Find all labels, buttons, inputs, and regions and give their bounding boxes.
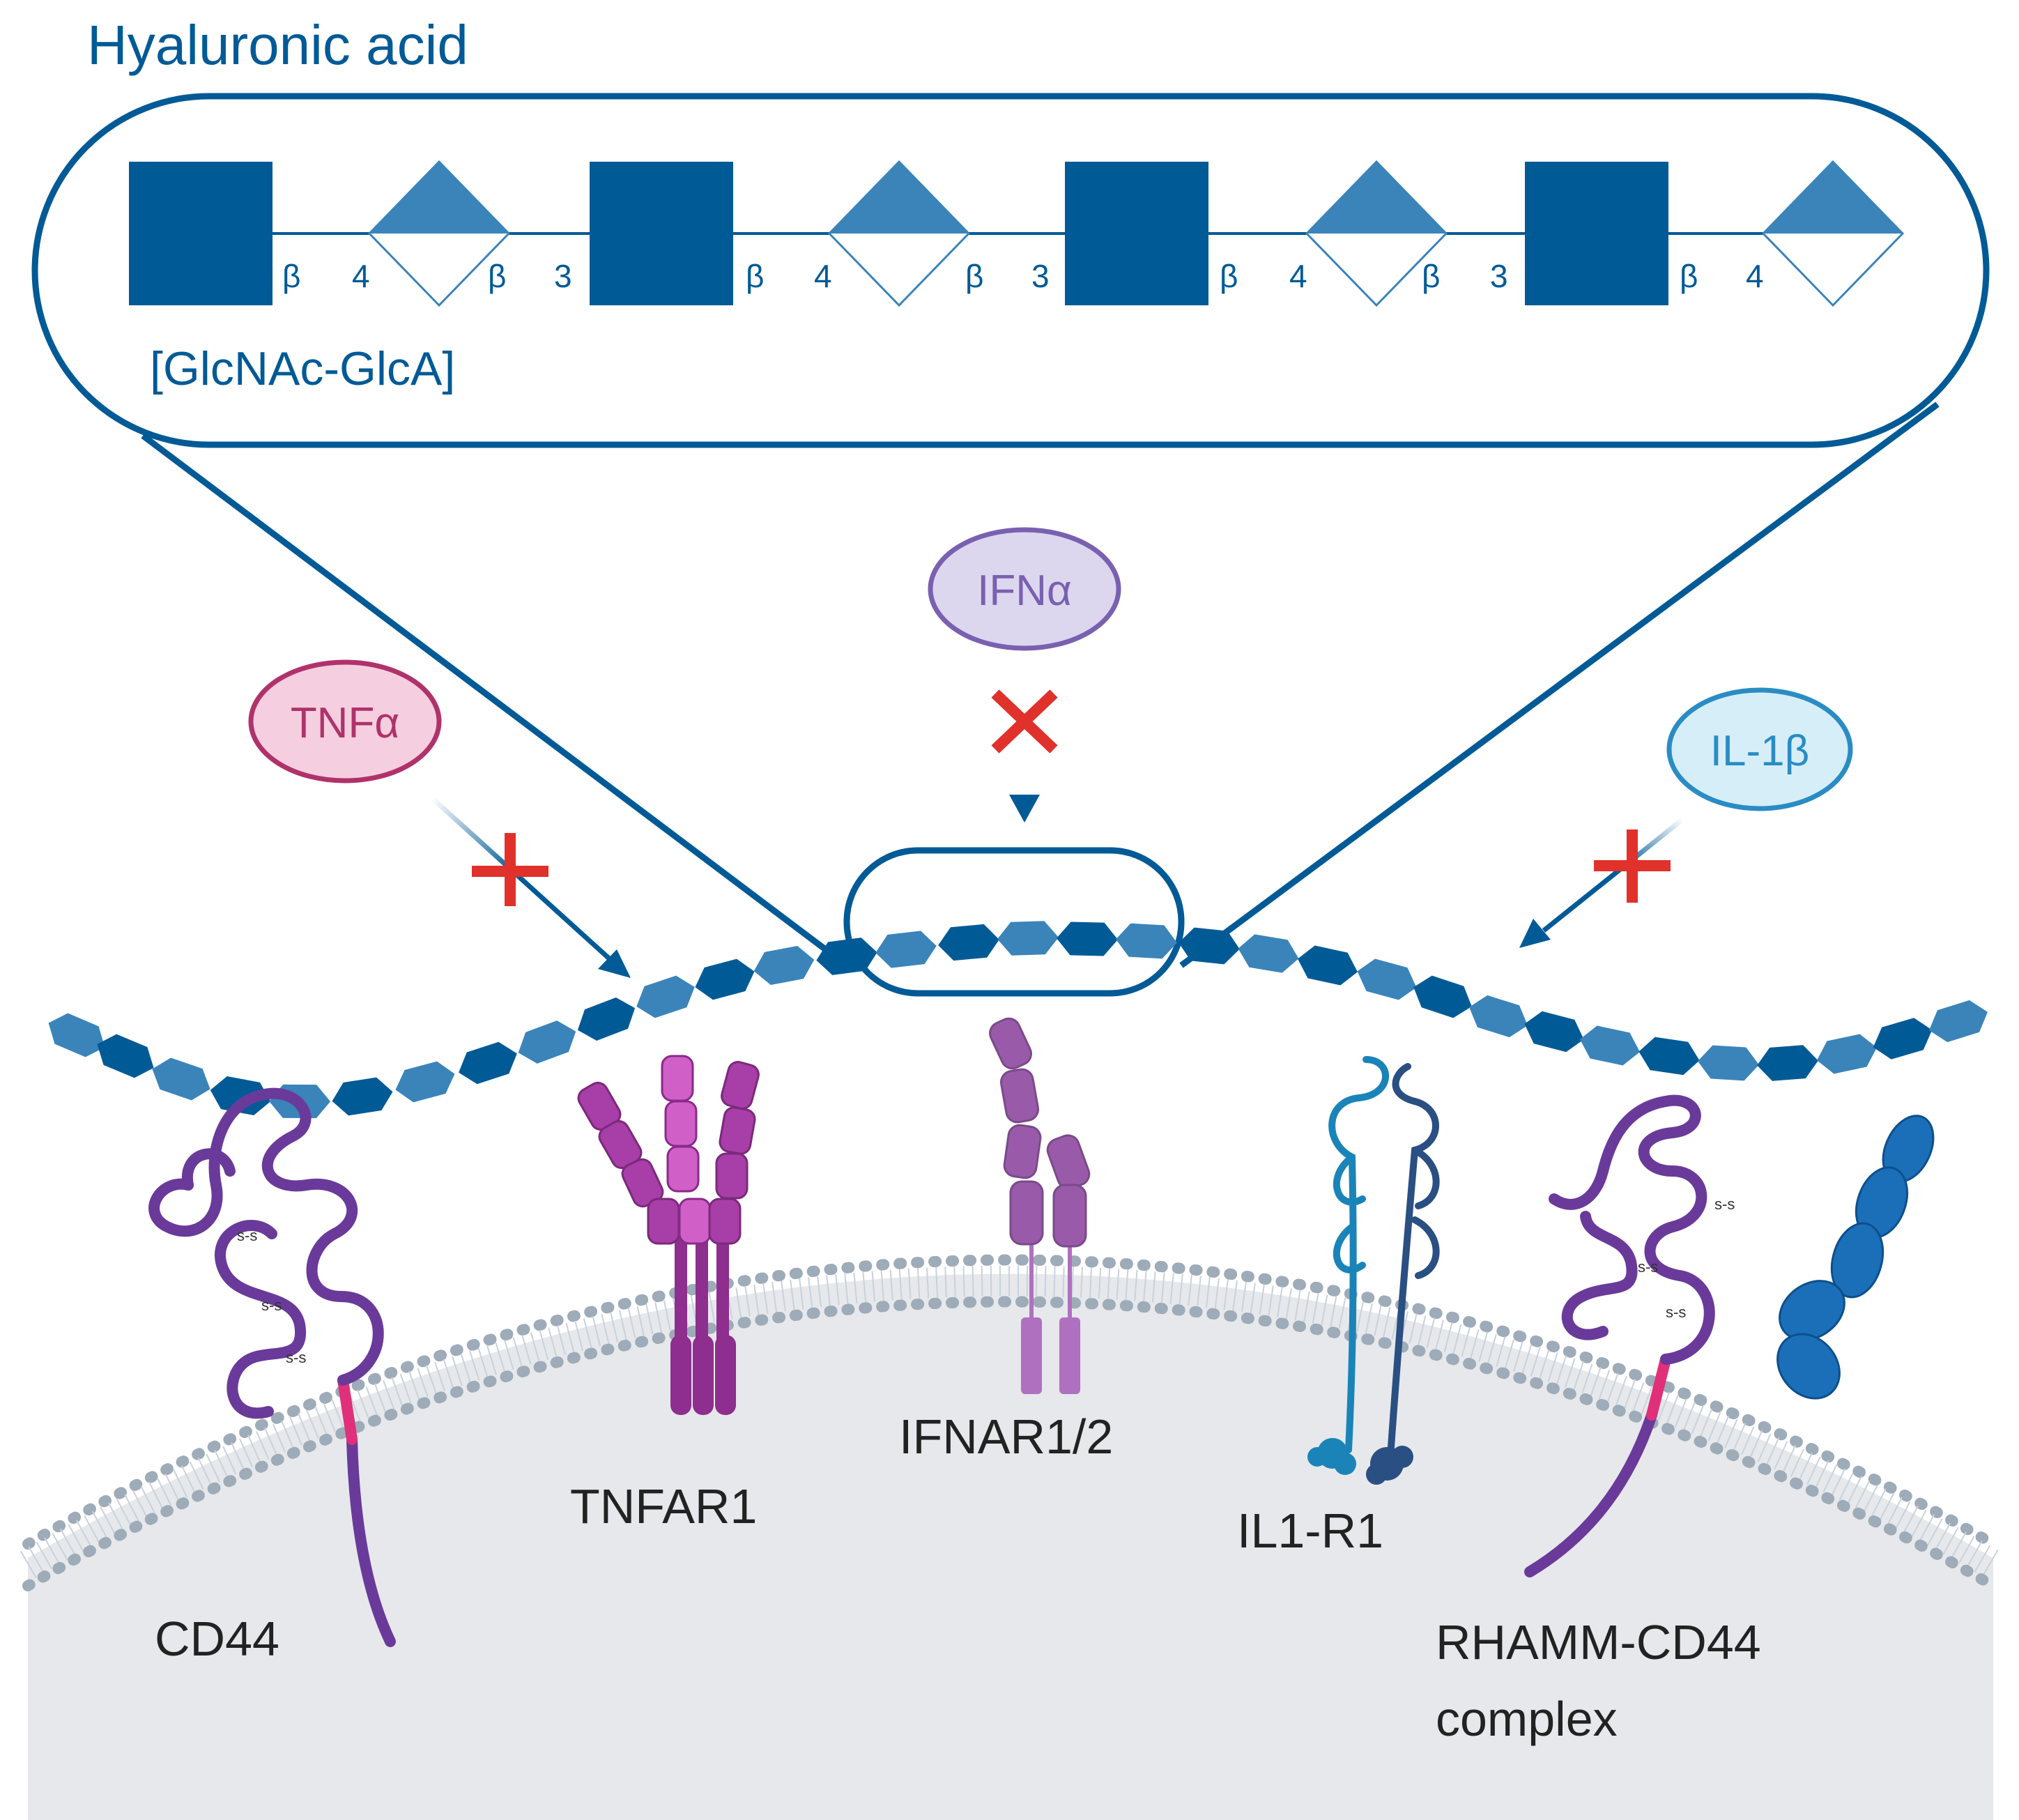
disaccharide-label: [GlcNAc-GlcA]	[150, 342, 455, 395]
glcnac-square-4	[1525, 162, 1668, 305]
rhamm-cd44-label-line1: RHAMM-CD44	[1436, 1615, 1761, 1669]
linkage-3: 3	[554, 258, 572, 294]
glca-diamond-1	[367, 160, 511, 307]
ifnar-receptor	[989, 1017, 1091, 1394]
zoom-line-right	[1179, 402, 1940, 968]
rhamm-cd44-label-line2: complex	[1436, 1692, 1618, 1746]
glcnac-square-1	[129, 162, 272, 305]
zoom-small-capsule	[843, 847, 1185, 997]
ha-sugar-unit	[1238, 934, 1299, 973]
ha-strand	[48, 921, 1988, 1119]
ha-sugar-unit	[1929, 1000, 1988, 1043]
glca-diamond-4	[1761, 160, 1905, 307]
disulfide-label: s-s	[1638, 1258, 1658, 1276]
ha-disaccharide-chain: β 4 β 3 β 4 β 3 β 4 β 3 β 4	[129, 160, 1905, 307]
glca-diamond-3	[1305, 160, 1448, 307]
ha-sugar-unit	[395, 1061, 455, 1103]
rhamm-cd44-complex: s-s s-s s-s	[1524, 1094, 1935, 1577]
ha-sugar-unit	[1469, 995, 1528, 1038]
ha-sugar-unit	[636, 975, 695, 1018]
tnf-arrow	[430, 796, 631, 978]
ha-sugar-unit	[875, 931, 937, 968]
ifn-alpha-ligand: IFNα	[928, 527, 1121, 651]
membrane-outer-leaflet	[22, 1254, 1999, 1550]
diagram-title: Hyaluronic acid	[87, 14, 468, 76]
ha-sugar-unit	[152, 1057, 210, 1101]
ifn-alpha-label: IFNα	[977, 567, 1072, 615]
ha-sugar-unit	[938, 924, 999, 961]
linkage-3: 3	[1490, 258, 1508, 294]
ha-sugar-unit	[48, 1013, 105, 1057]
ha-sugar-unit	[695, 958, 755, 1000]
linkage-beta: β	[488, 258, 506, 294]
glca-diamond-2	[827, 160, 971, 307]
cd44-label: CD44	[155, 1612, 279, 1666]
ifn-arrow	[1009, 659, 1040, 823]
membrane-inner-leaflet	[22, 1296, 1999, 1591]
ha-sugar-unit	[1757, 1045, 1818, 1081]
ha-sugar-unit	[1413, 975, 1472, 1018]
il1-arrow	[1519, 817, 1685, 948]
glcnac-square-3	[1065, 162, 1208, 305]
ha-sugar-unit	[1179, 927, 1240, 965]
il1-beta-label: IL-1β	[1710, 727, 1810, 775]
linkage-3: 3	[1031, 258, 1050, 294]
tnfar1-label: TNFAR1	[570, 1479, 757, 1534]
ha-sugar-unit	[1579, 1025, 1641, 1066]
il1r1-receptor	[1307, 1056, 1440, 1485]
ha-sugar-unit	[210, 1076, 271, 1116]
tnf-alpha-label: TNFα	[291, 699, 399, 747]
ha-sugar-unit	[1357, 958, 1417, 1000]
linkage-4: 4	[1746, 258, 1764, 294]
cell-cytoplasm	[28, 1274, 1993, 1820]
ha-sugar-unit	[1116, 923, 1177, 959]
linkage-beta: β	[1422, 258, 1440, 294]
ha-sugar-unit	[1816, 1034, 1878, 1074]
ha-sugar-unit	[1524, 1011, 1584, 1053]
ha-sugar-unit	[518, 1020, 576, 1064]
ha-sugar-unit	[753, 945, 815, 986]
ha-sugar-unit	[1057, 922, 1118, 956]
tnf-alpha-ligand: TNFα	[248, 659, 442, 783]
disulfide-label: s-s	[1714, 1195, 1735, 1213]
cd44-receptor	[148, 1087, 396, 1647]
ha-sugar-unit	[1873, 1018, 1933, 1060]
linkage-beta: β	[282, 258, 300, 294]
linkage-4: 4	[352, 258, 370, 294]
linkage-beta: β	[965, 258, 983, 294]
il1-beta-ligand: IL-1β	[1666, 687, 1853, 811]
tnfar1-receptor	[577, 1055, 760, 1415]
ha-sugar-unit	[1698, 1045, 1759, 1081]
linkage-beta: β	[1220, 258, 1238, 294]
ha-sugar-unit	[1298, 945, 1358, 986]
ha-sugar-unit	[1638, 1037, 1700, 1076]
membrane-lipid-tails	[20, 1265, 2002, 1579]
linkage-beta: β	[746, 258, 764, 294]
linkage-4: 4	[814, 258, 832, 294]
ha-capsule-outline	[31, 93, 1990, 448]
ha-sugar-unit	[577, 997, 636, 1041]
linkage-beta: β	[1680, 258, 1698, 294]
glcnac-square-2	[590, 162, 733, 305]
zoom-line-left	[141, 433, 849, 968]
linkage-4: 4	[1289, 258, 1307, 294]
ha-sugar-unit	[816, 938, 877, 975]
il1-inhibition-cross-icon	[1594, 829, 1671, 903]
ha-sugar-unit	[97, 1034, 154, 1078]
il1r1-label: IL1-R1	[1237, 1504, 1383, 1558]
ifnar-label: IFNAR1/2	[899, 1409, 1113, 1464]
cell	[20, 1254, 2002, 1820]
ha-sugar-unit	[332, 1077, 393, 1116]
ha-sugar-unit	[459, 1041, 517, 1085]
disulfide-label: s-s	[261, 1297, 282, 1314]
zoom-callout	[31, 93, 1990, 997]
ha-sugar-unit	[997, 921, 1059, 956]
tnf-inhibition-cross-icon	[472, 833, 548, 906]
disulfide-label: s-s	[286, 1349, 306, 1366]
ifn-inhibition-x-icon	[991, 689, 1058, 754]
disulfide-label: s-s	[237, 1227, 257, 1244]
disulfide-label: s-s	[1666, 1303, 1686, 1321]
